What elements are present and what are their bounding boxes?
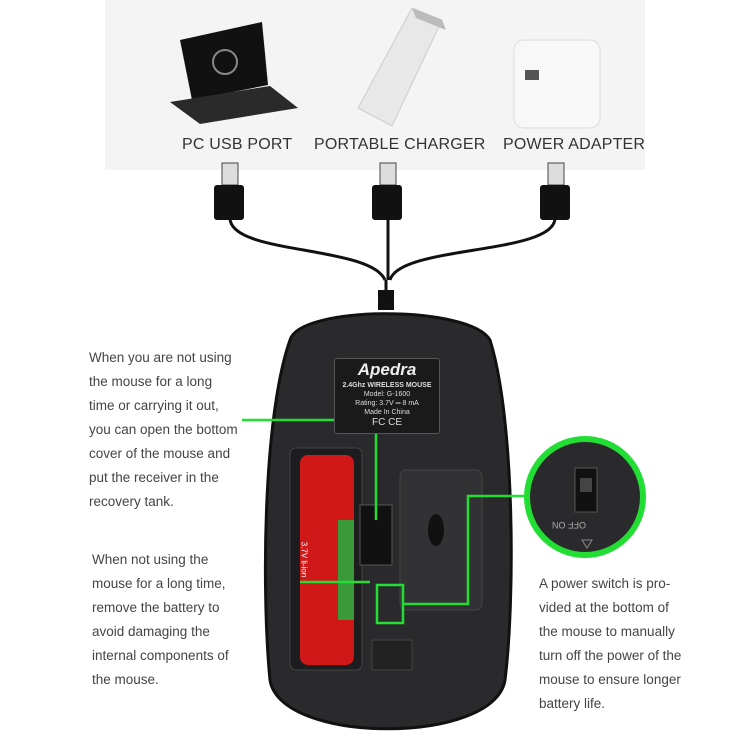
cert-marks: FC CE [372, 417, 402, 428]
switch-label: OFF ON [552, 520, 586, 530]
usb-cables [228, 217, 557, 300]
device-label: PC USB PORT [182, 136, 293, 153]
receiver-note: When you are not using the mouse for a l… [89, 350, 238, 509]
power-adapter-icon [513, 39, 601, 129]
power-bank-icon [357, 7, 446, 127]
laptop-icon [170, 22, 298, 124]
sticker-line: Model: G-1600 [363, 391, 411, 398]
battery-label: 3.7V li-ion [299, 541, 309, 578]
sticker-line: Rating: 3.7V ═ 8 mA [355, 400, 419, 407]
sticker-line: 2.4Ghz WIRELESS MOUSE [342, 382, 432, 389]
sticker-line: Made In China [364, 409, 410, 416]
usb-plug-icons [214, 162, 570, 310]
device-label: POWER ADAPTER [503, 136, 646, 153]
device-label: PORTABLE CHARGER [314, 136, 486, 153]
battery-note: When not using the mouse for a long time… [92, 552, 229, 687]
switch-note: A power switch is pro- vided at the bott… [539, 576, 682, 711]
mouse-label-sticker: Apedra 2.4Ghz WIRELESS MOUSE Model: G-16… [334, 358, 440, 434]
brand-logo: Apedra [357, 360, 417, 379]
